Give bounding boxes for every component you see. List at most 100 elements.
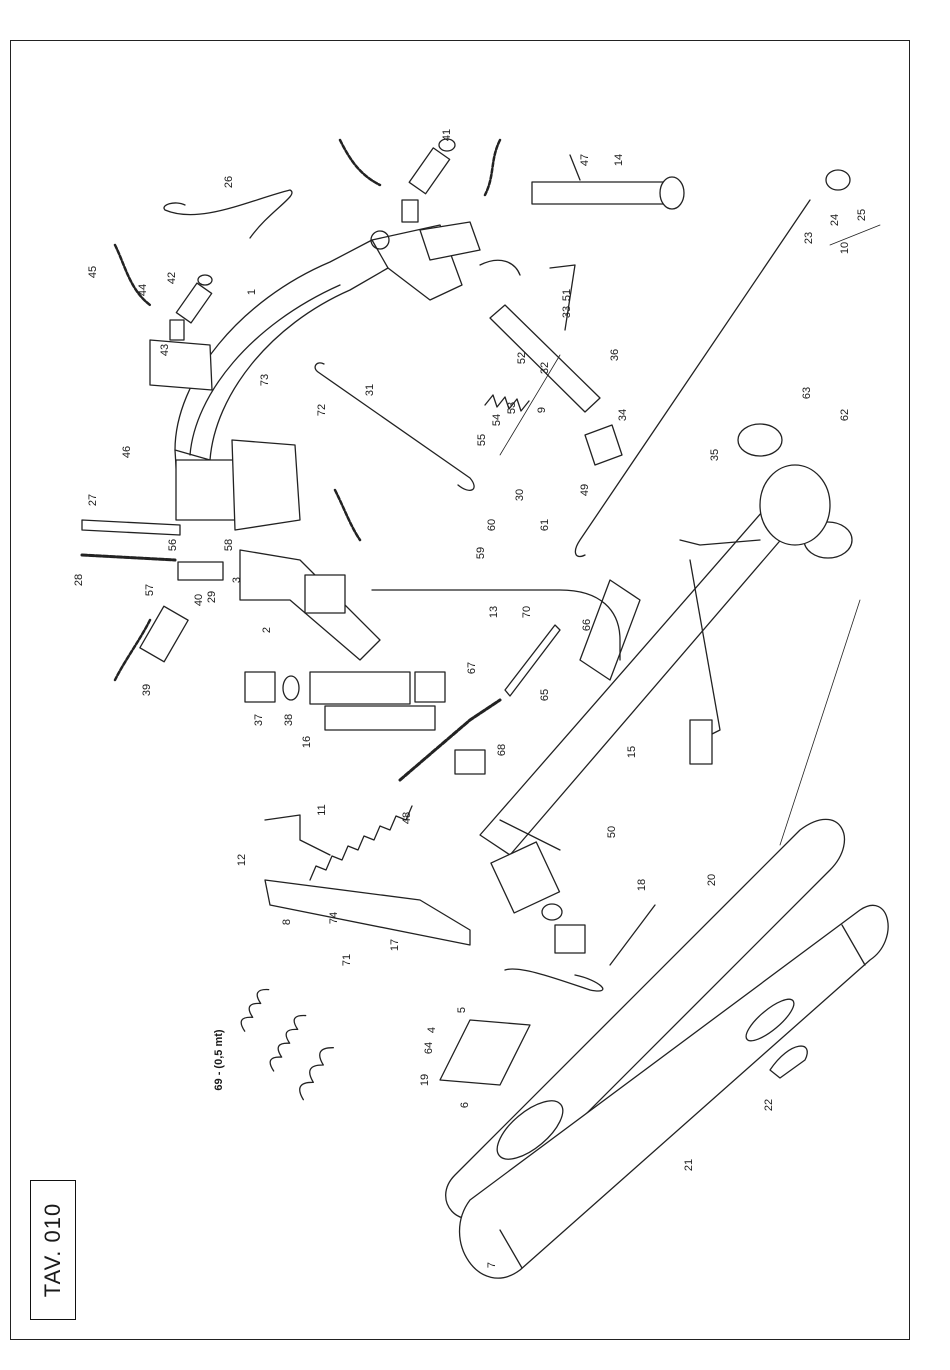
part-37-bushing-d	[555, 925, 585, 953]
part-38-tube-b	[310, 672, 410, 704]
part-callout-67: 67	[466, 662, 478, 674]
part-37-bushing-a	[245, 672, 275, 702]
sheet-code: TAV. 010	[40, 1203, 66, 1297]
part-hub-flange	[760, 465, 830, 545]
part-callout-31: 31	[364, 384, 376, 396]
part-34-plate	[585, 425, 622, 465]
part-callout-6: 6	[459, 1102, 471, 1108]
part-callout-53: 53	[506, 402, 518, 414]
part-callout-28: 28	[73, 574, 85, 586]
part-callout-24: 24	[829, 214, 841, 226]
part-callout-55: 55	[476, 434, 488, 446]
part-38-tube-c	[491, 842, 560, 913]
part-callout-40: 40	[193, 594, 205, 606]
part-callout-71: 71	[341, 954, 353, 966]
part-40-bushing	[402, 200, 418, 222]
sheet-code-box: TAV. 010	[30, 1180, 76, 1320]
part-38-ring-a	[283, 676, 299, 700]
part-45-chain-b	[485, 140, 500, 195]
part-41-pin	[409, 139, 455, 194]
part-callout-39: 39	[141, 684, 153, 696]
part-callout-11: 11	[316, 804, 328, 815]
part-callout-61: 61	[539, 519, 551, 531]
part-callout-26: 26	[223, 176, 235, 188]
part-37-bushing-b	[415, 672, 445, 702]
part-callout-35: 35	[709, 449, 721, 461]
part-27-plate	[82, 520, 180, 535]
part-callout-33: 33	[561, 306, 573, 318]
part-callout-16: 16	[301, 736, 313, 748]
part-callout-13: 13	[488, 606, 500, 618]
part-callout-30: 30	[514, 489, 526, 501]
part-45-chain-a	[340, 140, 380, 185]
part-callout-41: 41	[441, 129, 453, 141]
part-38-ring-d	[542, 904, 562, 920]
part-callout-18: 18	[636, 879, 648, 891]
part-11-spring	[310, 806, 412, 880]
part-callout-50: 50	[606, 826, 618, 838]
part-callout-64: 64	[423, 1042, 435, 1054]
part-callout-60: 60	[486, 519, 498, 531]
part-callout-45: 45	[87, 266, 99, 278]
part-callout-47: 47	[579, 154, 591, 166]
part-callout-4: 4	[426, 1027, 438, 1033]
part-callout-48: 48	[401, 812, 413, 824]
part-callout-7: 7	[486, 1262, 498, 1268]
part-callout-37: 37	[253, 714, 265, 726]
part-callout-44: 44	[137, 284, 149, 296]
part-42-pin	[176, 275, 212, 323]
part-callout-59: 59	[475, 547, 487, 559]
part-31-rod	[315, 363, 474, 490]
part-26-hook	[164, 190, 292, 238]
part-37-bushing-c	[455, 750, 485, 774]
part-callout-63: 63	[801, 387, 813, 399]
part-callout-70: 70	[521, 606, 533, 618]
part-callout-29: 29	[206, 591, 218, 603]
part-45-chain-d	[335, 490, 360, 540]
part-callout-42: 42	[166, 272, 178, 284]
part-callout-36: 36	[609, 349, 621, 361]
part-14-pin	[532, 155, 684, 209]
part-22-cover	[770, 1046, 807, 1078]
part-callout-68: 68	[496, 744, 508, 756]
part-callout-20: 20	[706, 874, 718, 886]
part-callout-1: 1	[246, 289, 258, 295]
part-callout-66: 66	[581, 619, 593, 631]
part-callout-62: 62	[839, 409, 851, 421]
part-43-bushing	[170, 320, 184, 340]
part-callout-49: 49	[579, 484, 591, 496]
part-69-spring-coil	[223, 986, 343, 1100]
part-callout-9: 9	[536, 407, 548, 413]
part-callout-51: 51	[561, 289, 573, 301]
part-callout-65: 65	[539, 689, 551, 701]
part-callout-23: 23	[803, 232, 815, 244]
part-65-turnbuckle	[505, 625, 560, 696]
part-2-mount	[240, 550, 380, 660]
part-callout-2: 2	[261, 627, 273, 633]
part-callout-10: 10	[839, 242, 851, 254]
part-16-tube	[325, 706, 435, 730]
part-callout-58: 58	[223, 539, 235, 551]
part-callout-72: 72	[316, 404, 328, 416]
part-35-ring-a	[738, 424, 782, 456]
part-callout-12: 12	[236, 854, 248, 866]
part-callout-73: 73	[259, 374, 271, 386]
part-callout-21: 21	[683, 1159, 695, 1171]
part-1-curved-frame	[150, 222, 480, 530]
part-callout-3: 3	[231, 577, 243, 583]
part-39-pin	[140, 606, 188, 662]
part-callout-22: 22	[763, 1099, 775, 1111]
part-callout-17: 17	[389, 939, 401, 951]
part-25-knob	[826, 170, 850, 190]
part-33-bracket-assembly	[480, 260, 600, 412]
part-callout-57: 57	[144, 584, 156, 596]
part-callout-46: 46	[121, 446, 133, 458]
spring-length-note: 69 - (0,5 mt)	[213, 1029, 225, 1090]
part-callout-38: 38	[283, 714, 295, 726]
part-8-bracket	[265, 815, 470, 945]
part-callout-14: 14	[613, 154, 625, 166]
part-callout-27: 27	[87, 494, 99, 506]
part-callout-56: 56	[167, 539, 179, 551]
part-callout-74: 74	[328, 912, 340, 924]
